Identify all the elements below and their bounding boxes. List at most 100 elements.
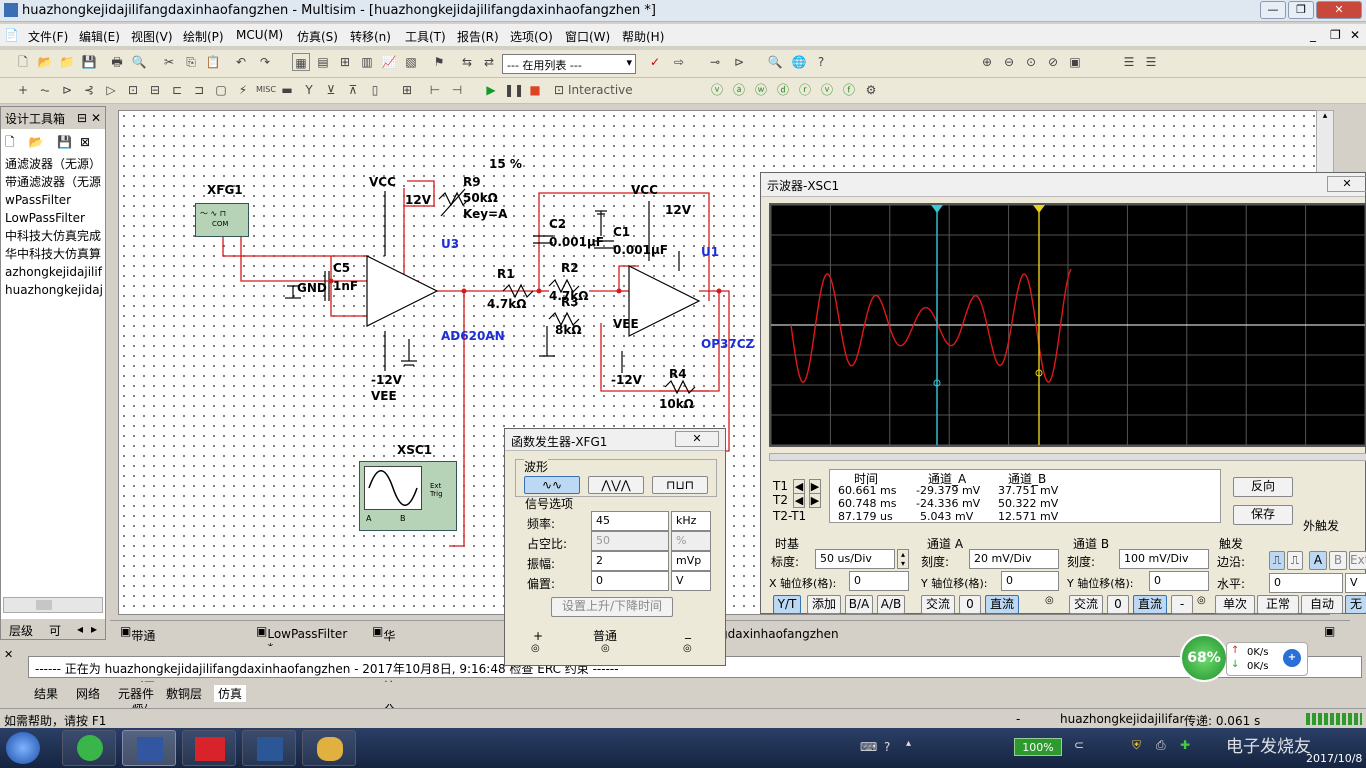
probe-vv-icon[interactable]: ⓥ xyxy=(820,83,833,97)
misc-digital-icon[interactable]: ⊏ xyxy=(171,83,183,97)
tree-item[interactable]: wPassFilter xyxy=(5,193,72,207)
mdi-minimize-icon[interactable]: _ xyxy=(1310,28,1316,42)
tab-components[interactable]: 元器件 xyxy=(118,687,155,701)
t2-right-icon[interactable]: ▶ xyxy=(809,493,821,508)
rise-fall-button[interactable]: 设置上升/下降时间 xyxy=(551,597,673,617)
print-preview-icon[interactable]: 🔍 xyxy=(131,55,147,69)
osc-screen[interactable] xyxy=(769,203,1366,447)
pin-icon[interactable]: ⊟ xyxy=(77,111,88,125)
security-icon[interactable]: ✚ xyxy=(1180,738,1191,752)
doc-tab[interactable]: ▣ 华中科技大仿真完成 xyxy=(372,624,396,768)
new-design-icon[interactable]: 🗋 xyxy=(5,135,15,149)
tab-copper[interactable]: 敷铜层 xyxy=(166,687,203,701)
t1-right-icon[interactable]: ▶ xyxy=(809,479,821,494)
web-icon[interactable]: 🌐 xyxy=(791,55,807,69)
cut-icon[interactable]: ✂ xyxy=(163,55,175,69)
spreadsheet-icon[interactable]: ▤ xyxy=(317,55,329,69)
cha-terminal-icon[interactable]: ◎ xyxy=(1045,595,1054,606)
menu-simulate[interactable]: 仿真(S) xyxy=(297,30,338,44)
menu-options[interactable]: 选项(O) xyxy=(510,30,553,44)
probe-vr-icon[interactable]: ⓡ xyxy=(798,83,811,97)
tab-simulation[interactable]: 仿真 xyxy=(214,685,247,702)
chb-y-input[interactable]: 0 xyxy=(1149,571,1209,591)
zoom-area-icon[interactable]: ⊙ xyxy=(1025,55,1037,69)
ab-button[interactable]: A/B xyxy=(877,595,905,614)
trig-b-button[interactable]: B xyxy=(1329,551,1347,570)
probe-v-icon[interactable]: ⓥ xyxy=(710,83,723,97)
bus-icon[interactable]: ⊢ xyxy=(429,83,441,97)
ba-button[interactable]: B/A xyxy=(845,595,873,614)
probe-ref-icon[interactable]: ⓕ xyxy=(842,83,855,97)
transfer-icon[interactable]: ⇨ xyxy=(673,55,685,69)
ttl-icon[interactable]: ⊡ xyxy=(127,83,139,97)
electromech-icon[interactable]: ⊻ xyxy=(326,83,336,97)
doc-tab[interactable]: ▣ LowPassFilter * xyxy=(256,624,348,655)
align-left-icon[interactable]: ☰ xyxy=(1123,55,1135,69)
t1-left-icon[interactable]: ◀ xyxy=(793,479,805,494)
auto-button[interactable]: 自动 xyxy=(1301,595,1343,614)
close-icon[interactable]: ✕ xyxy=(91,111,102,125)
close-button[interactable]: ✕ xyxy=(1316,1,1362,19)
probe-a-icon[interactable]: ⓐ xyxy=(732,83,745,97)
single-button[interactable]: 单次 xyxy=(1215,595,1255,614)
fg-minus-terminal-icon[interactable]: ◎ xyxy=(683,643,692,654)
cha-zero-button[interactable]: 0 xyxy=(959,595,981,614)
taskbar-app-360[interactable] xyxy=(62,730,116,766)
scroll-thumb[interactable] xyxy=(36,600,52,610)
print-icon[interactable]: 🖶 xyxy=(111,55,123,69)
taskbar-app-multisim[interactable] xyxy=(122,730,176,766)
cha-dc-button[interactable]: 直流 xyxy=(985,595,1019,614)
ni-icon[interactable]: ⊼ xyxy=(348,83,358,97)
probe-settings-icon[interactable]: ⚙ xyxy=(865,83,877,97)
tree-item[interactable]: 中科技大仿真完成 xyxy=(5,229,102,243)
triangle-wave-button[interactable]: ⋀⋁⋀ xyxy=(588,476,644,494)
chb-zero-button[interactable]: 0 xyxy=(1107,595,1129,614)
square-wave-button[interactable]: ⊓⊔⊓ xyxy=(652,476,708,494)
scroll-up-icon[interactable]: ▴ xyxy=(1322,111,1328,121)
cha-scale-input[interactable]: 20 mV/Div xyxy=(969,549,1059,569)
mdi-close-icon[interactable]: ✕ xyxy=(1350,28,1361,42)
transistor-icon[interactable]: ⊰ xyxy=(83,83,95,97)
tb-spinner-icon[interactable]: ▴▾ xyxy=(897,549,909,569)
database-icon[interactable]: ⊞ xyxy=(339,55,351,69)
paste-icon[interactable]: 📋 xyxy=(205,55,221,69)
component-icon[interactable]: ▥ xyxy=(361,55,373,69)
chb-scale-input[interactable]: 100 mV/Div xyxy=(1119,549,1209,569)
probe-w-icon[interactable]: ⓦ xyxy=(754,83,767,97)
tree-item[interactable]: 带通滤波器（无源 xyxy=(5,175,102,189)
save-design-icon[interactable]: 💾 xyxy=(57,135,73,149)
reverse-button[interactable]: 反向 xyxy=(1233,477,1293,497)
probe-icon[interactable]: ⊸ xyxy=(709,55,721,69)
probe-vd-icon[interactable]: ⓓ xyxy=(776,83,789,97)
tray-arrows-icon[interactable]: ▴ xyxy=(906,738,912,749)
battery-indicator[interactable]: 100% xyxy=(1014,738,1062,756)
yt-button[interactable]: Y/T xyxy=(773,595,801,614)
mdi-restore-icon[interactable]: ❐ xyxy=(1330,28,1341,42)
cha-y-input[interactable]: 0 xyxy=(1001,571,1059,591)
taskbar-app-youdao[interactable] xyxy=(182,730,236,766)
fg-plus-terminal-icon[interactable]: ◎ xyxy=(531,643,540,654)
sine-wave-button[interactable]: ∿∿ xyxy=(524,476,580,494)
keyboard-icon[interactable]: ⌨ xyxy=(860,740,878,754)
sidebar-scrollbar[interactable] xyxy=(3,597,103,613)
chb-ac-button[interactable]: 交流 xyxy=(1069,595,1103,614)
align-right-icon[interactable]: ☰ xyxy=(1145,55,1157,69)
save-button[interactable]: 保存 xyxy=(1233,505,1293,525)
menu-transfer[interactable]: 转移(n) xyxy=(350,30,391,44)
help-tray-icon[interactable]: ? xyxy=(884,740,891,754)
source-icon[interactable]: + xyxy=(17,83,29,97)
back-annotate-icon[interactable]: ⇆ xyxy=(461,55,473,69)
menu-edit[interactable]: 编辑(E) xyxy=(79,30,120,44)
open-sample-icon[interactable]: 📁 xyxy=(59,55,75,69)
tab-visibility[interactable]: 可 xyxy=(49,624,62,638)
osc-close-button[interactable]: ✕ xyxy=(1327,176,1366,192)
cha-ac-button[interactable]: 交流 xyxy=(921,595,955,614)
zoom-sheet-icon[interactable]: ⊘ xyxy=(1047,55,1059,69)
erc-icon[interactable]: ⚑ xyxy=(433,55,445,69)
power-icon[interactable]: ⚡ xyxy=(238,83,248,97)
peripherals-icon[interactable]: ▬ xyxy=(281,83,293,97)
help-icon[interactable]: ? xyxy=(817,55,825,69)
postprocessor-icon[interactable]: ▧ xyxy=(405,55,417,69)
fg-close-button[interactable]: ✕ xyxy=(675,431,719,447)
fg-offset-unit[interactable]: V xyxy=(671,571,711,591)
